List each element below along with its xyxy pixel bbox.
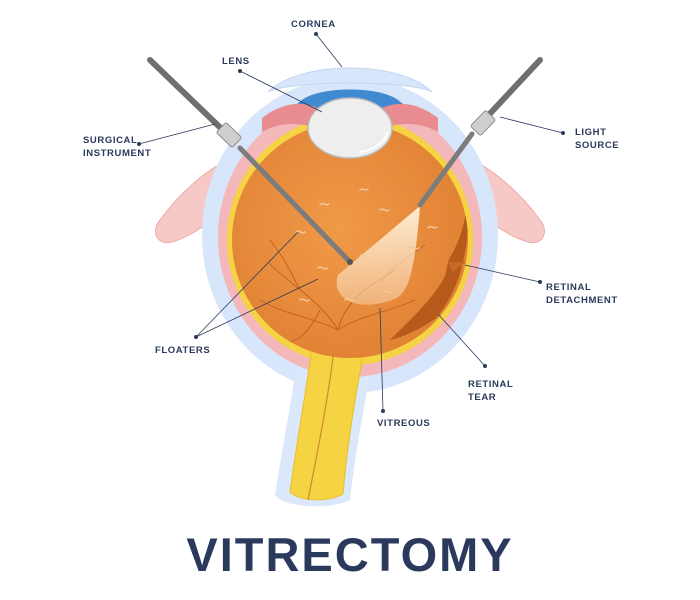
- lens: [307, 97, 393, 159]
- cornea: [267, 67, 433, 93]
- label-light-source-line1: LIGHT: [575, 127, 607, 138]
- label-floaters: FLOATERS: [155, 345, 210, 356]
- label-surgical-instrument-line2: INSTRUMENT: [83, 148, 151, 159]
- light-beam: [336, 206, 420, 305]
- label-vitreous: VITREOUS: [377, 418, 430, 429]
- light-source-instrument: [417, 57, 543, 208]
- label-retinal-tear-line2: TEAR: [468, 392, 496, 403]
- lens-highlight: [359, 131, 389, 153]
- label-surgical-instrument-line1: SURGICAL: [83, 135, 137, 146]
- label-retinal-detachment-line2: DETACHMENT: [546, 295, 618, 306]
- ciliary-right: [382, 103, 438, 132]
- label-retinal-tear-line1: RETINAL: [468, 379, 513, 390]
- floaters: [295, 188, 438, 302]
- label-light-source-line2: SOURCE: [575, 140, 619, 151]
- vitreous-body: [232, 122, 468, 358]
- ciliary-left: [262, 103, 318, 132]
- label-retinal-detachment-line1: RETINAL: [546, 282, 591, 293]
- label-lens: LENS: [222, 56, 250, 67]
- optic-nerve: [289, 324, 369, 501]
- label-leaders: [137, 32, 565, 413]
- surgical-instrument: [147, 57, 353, 265]
- label-cornea: CORNEA: [291, 19, 336, 30]
- retinal-tear-flap: [448, 262, 466, 272]
- page-title: VITRECTOMY: [186, 528, 514, 581]
